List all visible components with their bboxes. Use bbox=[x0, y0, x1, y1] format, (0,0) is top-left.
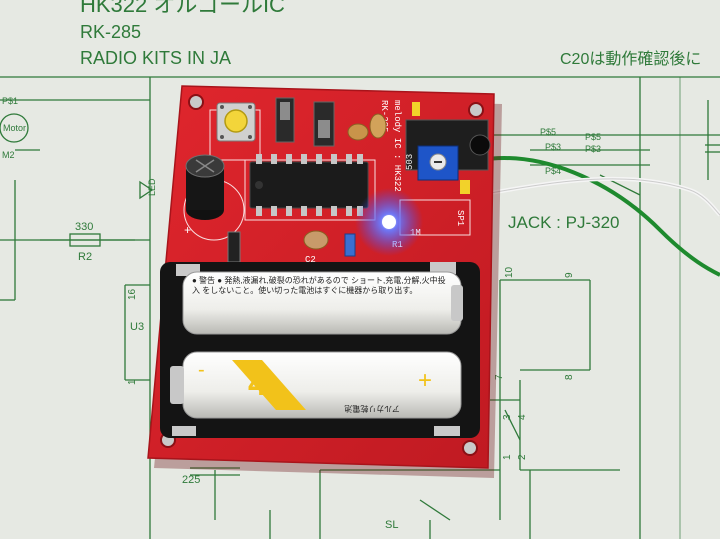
schematic-resistor bbox=[69, 233, 101, 247]
note-right: C20は動作確認後に bbox=[560, 50, 701, 68]
chip-label: U3 bbox=[130, 321, 144, 333]
silk-sp1: SP1 bbox=[455, 210, 465, 226]
resistor-value: 330 bbox=[75, 221, 93, 233]
melody-ic-chip bbox=[249, 161, 369, 209]
battery-plus: + bbox=[418, 367, 432, 394]
pot-code: 503 bbox=[405, 154, 415, 170]
battery-minus: - bbox=[198, 359, 205, 381]
pin-label-16: 16 bbox=[127, 288, 138, 300]
battery-mark: 4 bbox=[248, 365, 267, 403]
push-button-cap bbox=[224, 109, 248, 133]
pin-label-8: 8 bbox=[564, 374, 575, 380]
jack-label: JACK : PJ-320 bbox=[508, 213, 620, 232]
battery-stripe bbox=[232, 360, 306, 410]
side-label-m2: M2 bbox=[2, 150, 15, 160]
plug-label-3: P$5 bbox=[585, 132, 601, 142]
ceramic-cap-1 bbox=[347, 123, 369, 141]
pin-label-3: 3 bbox=[502, 414, 513, 420]
header-line-1: HK322 オルゴールIC bbox=[80, 0, 285, 17]
plug-label-5: P$4 bbox=[545, 166, 561, 176]
plug-label-4: P$3 bbox=[585, 144, 601, 154]
pin-label-1b: 1 bbox=[502, 454, 513, 460]
switch-label: SL bbox=[385, 519, 398, 531]
side-label-p1: P$1 bbox=[2, 96, 18, 106]
silk-c2: C2 bbox=[305, 255, 316, 265]
battery-top-warning: ● 警告 ● 発熱,液漏れ,破裂の恐れがあるので ショート,充電,分解,火中投入… bbox=[192, 276, 446, 295]
pin-label-10: 10 bbox=[504, 266, 515, 278]
motor-label: Motor bbox=[3, 123, 26, 133]
resistor-blue bbox=[344, 233, 356, 257]
pin-label-7: 7 bbox=[494, 374, 505, 380]
ceramic-cap-3 bbox=[303, 230, 329, 250]
mounting-hole-tl bbox=[188, 94, 204, 110]
silk-plus: + bbox=[184, 224, 191, 238]
resistor-name: R2 bbox=[78, 251, 92, 263]
pin-label-2: 2 bbox=[517, 454, 528, 460]
plug-label-1: P$5 bbox=[540, 127, 556, 137]
blue-led bbox=[382, 215, 396, 229]
header-line-2: RK-285 bbox=[80, 22, 141, 42]
ceramic-cap-2 bbox=[369, 113, 387, 139]
pin-label-9: 9 bbox=[564, 272, 575, 278]
silkscreen-title: melody IC : HK322 bbox=[392, 100, 402, 192]
mounting-hole-br bbox=[462, 440, 478, 456]
pin-label-1: 1 bbox=[127, 379, 138, 385]
schematic-wiring bbox=[0, 76, 720, 539]
power-switch bbox=[227, 231, 241, 263]
spk-pin-yellow bbox=[460, 180, 470, 194]
cap-value: 225 bbox=[182, 474, 200, 486]
silkscreen-model: RK-285 bbox=[379, 100, 389, 132]
battery-top-warning-box: ● 警告 ● 発熱,液漏れ,破裂の恐れがあるので ショート,充電,分解,火中投入… bbox=[192, 276, 446, 295]
side-label-led: LED bbox=[147, 178, 157, 196]
header-line-3: RADIO KITS IN JA bbox=[80, 48, 231, 68]
battery-bottom-text: アルカリ乾電池 bbox=[344, 404, 400, 414]
green-wire bbox=[479, 156, 720, 277]
schematic-motor bbox=[0, 113, 29, 143]
jack-pin-yellow bbox=[412, 102, 420, 116]
schematic-led bbox=[139, 180, 154, 200]
plug-label-2: P$3 bbox=[545, 142, 561, 152]
pin-label-4: 4 bbox=[517, 414, 528, 420]
mounting-hole-tr bbox=[468, 102, 484, 118]
